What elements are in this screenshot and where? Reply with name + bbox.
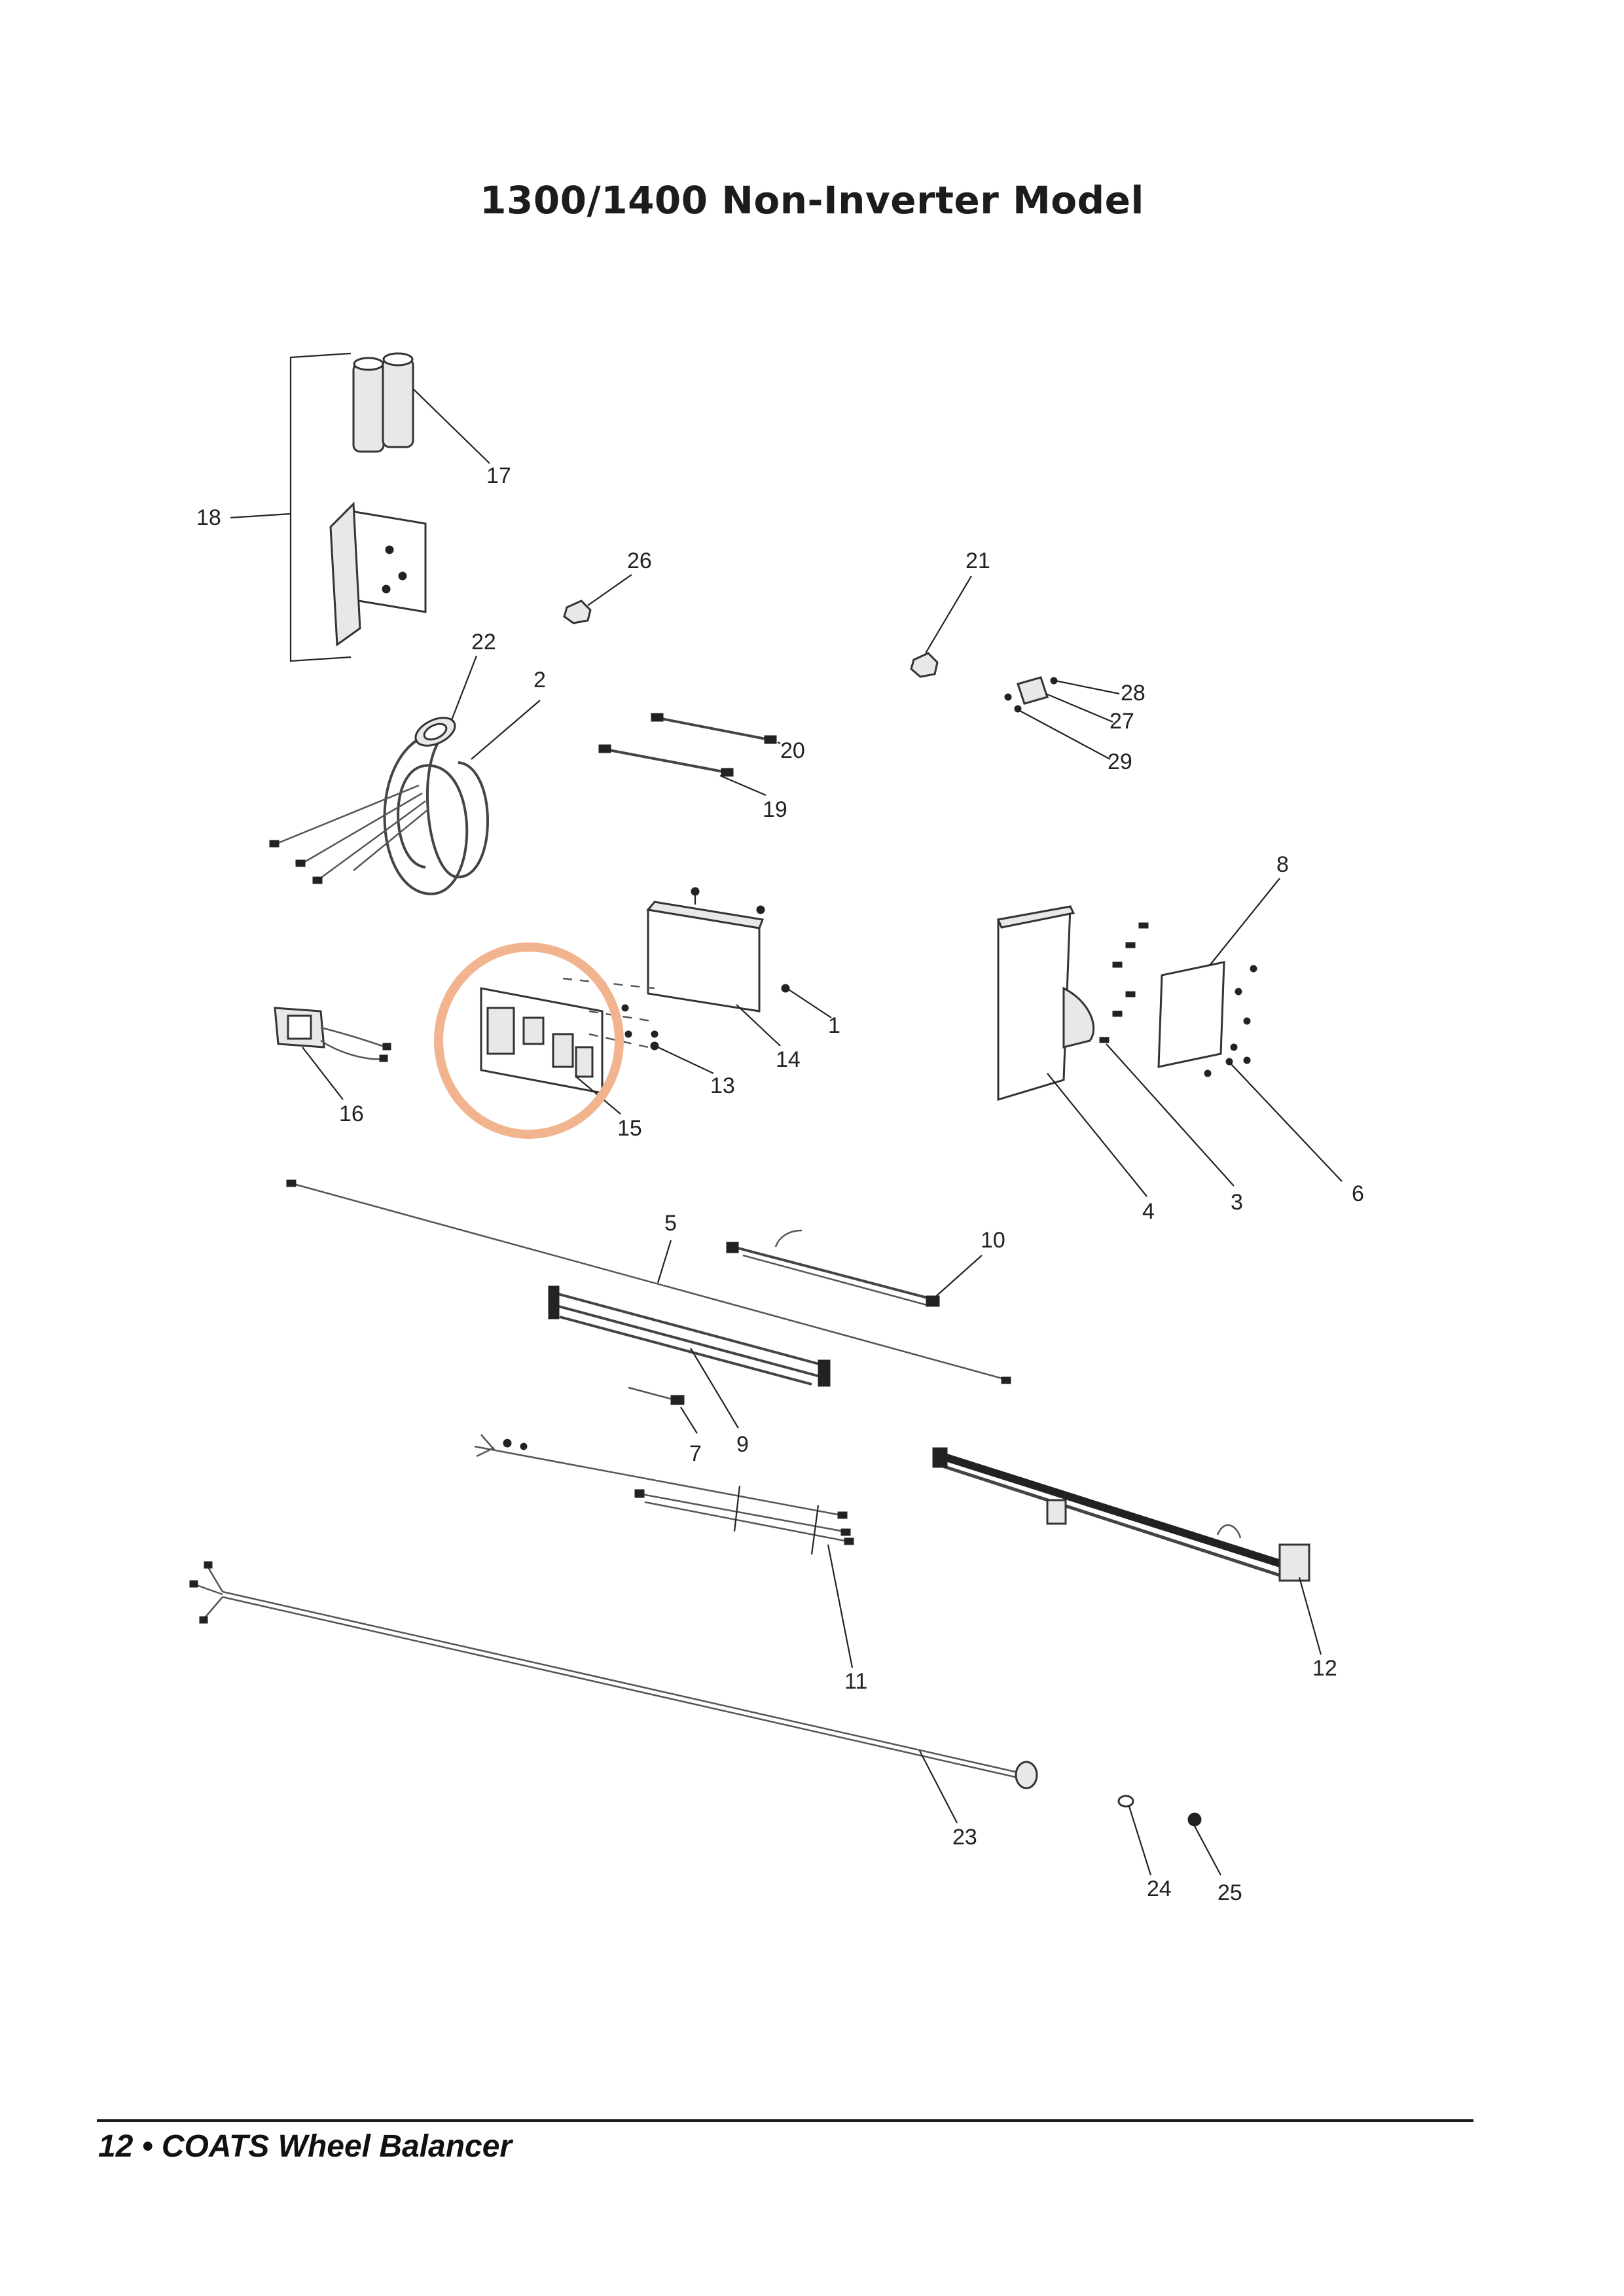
callout-10: 10 (981, 1228, 1005, 1253)
callout-1: 1 (828, 1013, 840, 1038)
callout-23: 23 (952, 1825, 977, 1850)
callout-17: 17 (486, 463, 511, 488)
part-13-standoff (650, 1041, 714, 1074)
part-10-harness (726, 1229, 983, 1307)
part-12-main-harness (932, 1447, 1322, 1655)
part-2-power-cable (269, 700, 541, 895)
callout-29: 29 (1108, 749, 1132, 774)
part-1-screw (781, 984, 832, 1018)
callout-4: 4 (1142, 1199, 1155, 1224)
callout-18: 18 (196, 505, 221, 530)
page-footer: 12 • COATS Wheel Balancer (98, 2129, 513, 2164)
part-23-power-cord (189, 1561, 1038, 1823)
callout-6: 6 (1352, 1181, 1364, 1206)
part-26-knob (563, 574, 632, 624)
part-16-power-switch (274, 1007, 391, 1100)
callout-7: 7 (689, 1441, 702, 1466)
footer-rule (97, 2119, 1473, 2122)
callout-3: 3 (1231, 1190, 1243, 1215)
part-21-knob (910, 575, 972, 678)
part-20-cable (651, 713, 781, 744)
callout-9: 9 (736, 1432, 749, 1457)
part-27-switch (1004, 676, 1120, 760)
part-18-mounting-bracket (329, 501, 427, 647)
callout-28: 28 (1121, 681, 1146, 706)
callout-26: 26 (627, 548, 652, 573)
callout-15: 15 (617, 1116, 642, 1141)
callout-14: 14 (776, 1047, 801, 1072)
part-4-panel (996, 905, 1147, 1197)
part-22-strain-relief (414, 655, 478, 747)
callout-16: 16 (339, 1102, 364, 1126)
part-25-plug (1187, 1812, 1221, 1876)
part-8-circuit-board (1157, 878, 1280, 1068)
callout-25: 25 (1218, 1880, 1242, 1905)
callout-labels: 1 2 3 4 5 6 7 8 9 10 11 12 13 14 15 16 1… (196, 463, 1364, 1905)
callout-19: 19 (763, 797, 787, 822)
part-11-wires (474, 1434, 854, 1668)
callout-27: 27 (1110, 709, 1134, 734)
part-19-cable (598, 744, 767, 797)
callout-21: 21 (965, 548, 990, 573)
highlight-circle (434, 942, 624, 1139)
callout-13: 13 (710, 1073, 735, 1098)
callout-20: 20 (780, 738, 805, 763)
part-3-spacers (1099, 922, 1235, 1187)
callout-11: 11 (844, 1669, 867, 1694)
page-title: 1300/1400 Non-Inverter Model (480, 178, 1144, 223)
part-5-cable (286, 1179, 1011, 1384)
callout-12: 12 (1312, 1656, 1337, 1681)
part-14-mounting-plate (646, 887, 781, 1047)
callout-2: 2 (533, 668, 546, 692)
part-6-nuts (1204, 965, 1343, 1182)
part-17-capacitors (352, 352, 490, 464)
part-24-grommet (1117, 1795, 1152, 1876)
callout-24: 24 (1147, 1876, 1172, 1901)
callout-8: 8 (1276, 852, 1289, 877)
part-9-harness (548, 1285, 831, 1429)
part-15-circuit-board (480, 977, 659, 1115)
callout-22: 22 (471, 630, 496, 655)
callout-5: 5 (664, 1211, 677, 1236)
part-7-connector (628, 1386, 698, 1434)
part-18-bracket-assembly (230, 352, 352, 662)
